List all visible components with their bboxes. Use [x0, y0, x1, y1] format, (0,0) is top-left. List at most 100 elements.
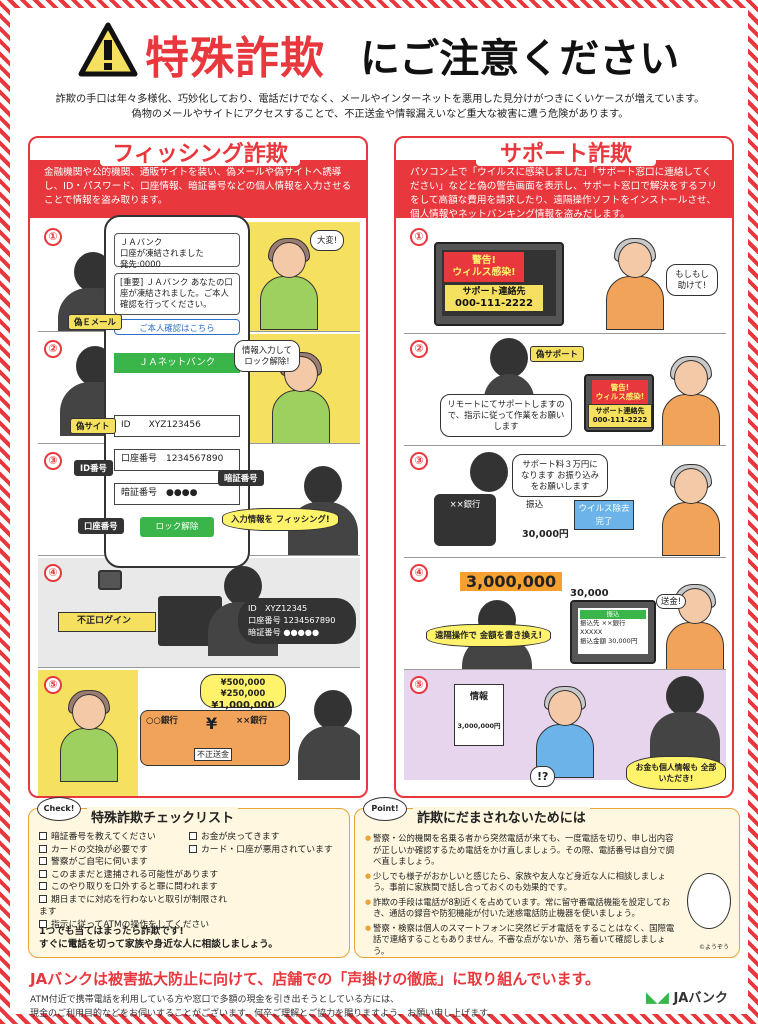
stolen-pin: ●●●●● — [283, 627, 320, 637]
warn-line-2: ウィルス感染! — [595, 392, 645, 401]
bank-card: ××銀行 — [434, 494, 496, 546]
conclusion-2: すぐに電話を切って家族や身近な人に相談しましょう。 — [39, 939, 278, 950]
man-figure — [660, 464, 720, 556]
check-item[interactable]: お金が戻ってきます — [189, 831, 349, 844]
points-box: Point! 詐欺にだまされないためには 警察・公的機関を名乗る者から突然電話が… — [354, 797, 740, 960]
phishing-panel: 金融機関や公的機関、通販サイトを装い、偽メールや偽サイトへ誘導し、ID・パスワー… — [28, 136, 368, 798]
woman-figure — [270, 352, 330, 443]
check-item[interactable]: 指示に従ってATMの操作をしてください — [39, 919, 229, 932]
fish-id: ID番号 — [74, 460, 113, 476]
phishing-step-5: ⑤ ○○銀行 ××銀行 ¥ 不正送金 ¥500,000 ¥250,000¥1,0… — [38, 670, 360, 796]
mail-link[interactable]: ご本人確認はこちら — [114, 319, 240, 335]
thief-figure — [650, 676, 720, 766]
acct-value: 1234567890 — [166, 454, 224, 464]
check-item[interactable]: カード・口座が悪用されています — [189, 844, 349, 857]
warning-icon — [78, 22, 138, 77]
id-field[interactable]: ID XYZ123456 — [114, 415, 240, 437]
bank-b-label: ××銀行 — [236, 716, 268, 726]
pin-label: 暗証番号 — [121, 488, 158, 498]
fee-amount: 30,000円 — [522, 529, 569, 540]
checklist-box: Check! 特殊詐欺チェックリスト 暗証番号を教えてください カードの交換が必… — [28, 797, 350, 958]
pin-field[interactable]: 暗証番号 ●●●● — [114, 483, 240, 505]
info-label: 情報 — [469, 692, 488, 702]
unlock-button[interactable]: ロック解除 — [140, 517, 214, 537]
screen-transfer: 振込 — [580, 610, 646, 619]
stolen-id-label: ID — [248, 603, 257, 613]
footer: JAバンクは被害拡大防止に向けて、店舗での「声掛けの徹底」に取り組んでいます。 … — [30, 968, 730, 1021]
man-figure — [604, 238, 664, 330]
small-amount: 30,000 — [570, 588, 609, 599]
step-number: ① — [44, 228, 62, 246]
woman-figure — [258, 238, 318, 330]
phishing-step-3: ③ ID番号 暗証番号 口座番号 入力情報を フィッシング! — [38, 446, 360, 556]
logo-text: JAバンク — [673, 991, 728, 1006]
intro-line-1: 詐欺の手口は年々多様化、巧妙化しており、電話だけでなく、メールやインターネットを… — [55, 94, 705, 105]
phishing-title: フィッシング詐欺 — [100, 138, 300, 167]
paper-amount: 3,000,000円 — [457, 722, 501, 730]
footer-headline: JAバンクは被害拡大防止に向けて、店舗での「声掛けの徹底」に取り組んでいます。 — [30, 970, 600, 988]
check-item[interactable]: 暗証番号を教えてください — [39, 831, 229, 844]
poster: 特殊詐欺 にご注意ください 詐欺の手口は年々多様化、巧妙化しており、電話だけでな… — [10, 8, 748, 1019]
step-number: ④ — [44, 564, 62, 582]
mail-from: 発先:0000 — [120, 259, 161, 269]
padlock-icon — [98, 570, 122, 590]
shout-bubble: 大変! — [310, 230, 345, 251]
info-papers: 情報 3,000,000円 — [454, 684, 504, 746]
footer-text-2: 現金のご利用目的などをお伺いすることがございます。何卒ご理解とご協力を賜りますよ… — [30, 1009, 497, 1019]
yen-sign: ¥ — [206, 714, 218, 733]
check-item[interactable]: カードの交換が必要です — [39, 844, 229, 857]
mail-sender: ＪＡバンク — [120, 237, 163, 247]
transfer-arrow-label: 振込 — [526, 500, 544, 510]
title-red: 特殊詐欺 — [145, 33, 325, 84]
contact-label: サポート連絡先 — [595, 407, 645, 415]
phishing-desc: 金融機関や公的機関、通販サイトを装い、偽メールや偽サイトへ誘導し、ID・パスワー… — [30, 160, 366, 218]
check-item[interactable]: 期日までに対応を行わないと取引が制限されます — [39, 894, 227, 917]
help-bubble: もしもし 助けて! — [666, 264, 718, 296]
bank-a-label: ○○銀行 — [146, 716, 178, 726]
fake-mail-tag: 偽Ｅメール — [68, 314, 122, 330]
laptop: 振込 振込先 ××銀行 XXXXX 振込金額 30,000円 — [570, 600, 656, 664]
checklist-left: 暗証番号を教えてください カードの交換が必要です 警察がご自宅に伺います このま… — [39, 831, 229, 931]
illegal-login-arrow: 不正ログイン — [58, 612, 156, 632]
fish-pin: 暗証番号 — [218, 470, 264, 486]
stolen-pin-label: 暗証番号 — [248, 627, 281, 637]
worried-woman — [58, 690, 118, 782]
fake-operator — [484, 338, 534, 428]
check-item[interactable]: 警察がご自宅に伺います — [39, 856, 229, 869]
man-figure — [660, 356, 720, 445]
shock-mark: !? — [530, 766, 556, 787]
warn-line-1: 警告! — [471, 255, 497, 266]
screen-dest: 振込先 ××銀行 XXXXX — [580, 619, 626, 636]
screen-amt-label: 振込金額 — [580, 637, 606, 645]
page-title: 特殊詐欺 にご注意ください — [10, 18, 748, 84]
fake-site-tag: 偽サイト — [70, 418, 116, 434]
point-item: 少しでも様子がおかしいと感じたら、家族や友人など身近な人に相談しましょう。事前に… — [365, 871, 677, 894]
warn-line-1: 警告! — [610, 383, 630, 392]
ja-logo-icon: ◣◢ — [645, 988, 669, 1006]
smartphone: ＪＡバンク 口座が凍結されました 発先:0000 [重要] ＪＡバンク あなたの… — [104, 215, 250, 568]
points-list: 警察・公的機関を名乗る者から突然電話が来ても、一度電話を切り、申し出内容が正しい… — [365, 833, 677, 960]
step-number: ④ — [410, 564, 428, 582]
warn-line-2: ウィルス感染! — [452, 267, 516, 278]
account-field[interactable]: 口座番号 1234567890 — [114, 449, 240, 471]
footer-text: ATM付近で携帯電話を利用している方や窓口で多額の現金を引き出そうとしている方に… — [30, 993, 730, 1021]
step-number: ⑤ — [44, 676, 62, 694]
check-item[interactable]: このやり取りを口外すると罪に問われます — [39, 881, 229, 894]
contact-phone: 000-111-2222 — [592, 416, 648, 424]
support-panel: パソコン上で「ウイルスに感染しました」「サポート窓口に連絡してください」などと偽… — [394, 136, 734, 798]
virus-removed-box: ウイルス除去 完了 — [574, 500, 634, 530]
point-item: 警察・検察は個人のスマートフォンに突然ビデオ電話をすることはなく、国際電話で連絡… — [365, 923, 677, 958]
ja-bank-logo: ◣◢ JAバンク — [646, 987, 728, 1006]
stolen-info-card: ID XYZ12345 口座番号 1234567890 暗証番号 ●●●●● — [238, 598, 356, 644]
support-step-5: ⑤ 情報 3,000,000円 !? お金も個人情報も 全部いただき! — [404, 670, 726, 796]
contact-phone: 000-111-2222 — [455, 298, 533, 309]
check-item[interactable]: このままだと逮捕される可能性があります — [39, 869, 229, 882]
phish-burst: 入力情報を フィッシング! — [222, 508, 339, 531]
phishing-step-4: ④ 不正ログイン ID XYZ12345 口座番号 1234567890 暗証番… — [38, 558, 360, 668]
amount-2: ¥250,000 — [220, 689, 266, 699]
support-step-2: ② 偽サポート リモートにてサポートしますので、指示に従って作業をお願いします … — [404, 334, 726, 446]
check-badge: Check! — [37, 797, 81, 821]
contact-label: サポート連絡先 — [462, 287, 526, 297]
